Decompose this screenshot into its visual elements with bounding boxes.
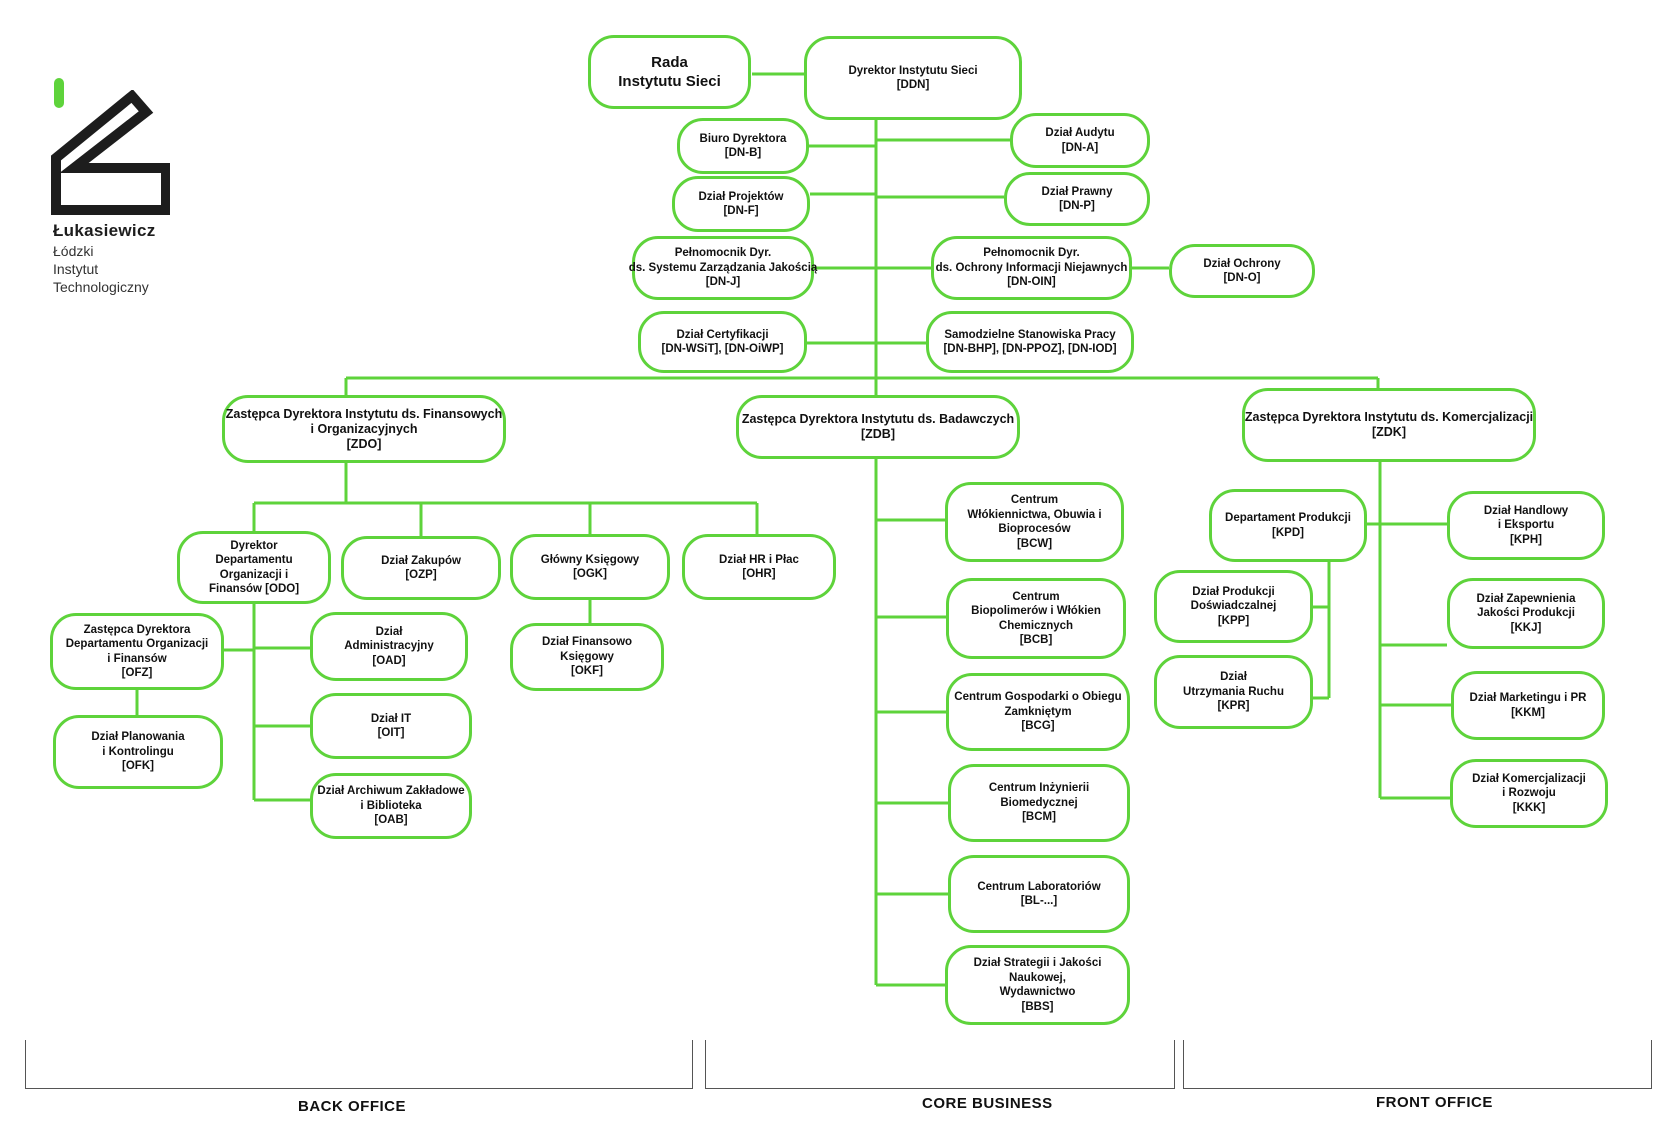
front-office-bracket (1183, 1040, 1652, 1089)
logo-name: Łukasiewicz (53, 221, 156, 240)
node-ogk: Główny Księgowy[OGK] (510, 534, 670, 600)
section-label-back-office: BACK OFFICE (298, 1098, 406, 1115)
node-dn-a: Dział Audytu[DN-A] (1010, 113, 1150, 168)
node-bl: Centrum Laboratoriów[BL-...] (948, 855, 1130, 933)
back-office-bracket (25, 1040, 693, 1089)
node-dn-b: Biuro Dyrektora[DN-B] (677, 118, 809, 174)
node-zdb: Zastępca Dyrektora Instytutu ds. Badawcz… (736, 395, 1020, 459)
node-dn-p: Dział Prawny[DN-P] (1004, 172, 1150, 226)
logo-subtitle-line: Instytut (53, 261, 99, 277)
node-ozp: Dział Zakupów[OZP] (341, 536, 501, 600)
node-kkm: Dział Marketingu i PR[KKM] (1451, 671, 1605, 740)
logo-subtitle-line: Łódzki (53, 243, 94, 259)
logo-accent-bar (54, 78, 64, 108)
node-dn-j: Pełnomocnik Dyr.ds. Systemu Zarządzania … (629, 236, 817, 300)
logo-subtitle-line: Technologiczny (53, 279, 149, 295)
core-business-bracket (705, 1040, 1175, 1089)
node-dn-wsit: Dział Certyfikacji[DN-WSiT], [DN-OiWP] (638, 311, 807, 373)
node-dn-bhp: Samodzielne Stanowiska Pracy[DN-BHP], [D… (926, 311, 1134, 373)
node-zdk: Zastępca Dyrektora Instytutu ds. Komercj… (1242, 388, 1536, 462)
lukasiewicz-logo-icon (51, 90, 170, 215)
node-dn-oin: Pełnomocnik Dyr.ds. Ochrony Informacji N… (931, 236, 1132, 300)
section-label-front-office: FRONT OFFICE (1376, 1094, 1493, 1111)
node-dn-o: Dział Ochrony[DN-O] (1169, 244, 1315, 298)
node-ddn: Dyrektor Instytutu Sieci[DDN] (804, 36, 1022, 120)
node-dn-f: Dział Projektów[DN-F] (672, 176, 810, 232)
section-label-core-business: CORE BUSINESS (922, 1095, 1053, 1112)
node-kpd: Departament Produkcji[KPD] (1209, 489, 1367, 562)
node-ohr: Dział HR i Płac[OHR] (682, 534, 836, 600)
node-oit: Dział IT[OIT] (310, 693, 472, 759)
node-zdo: Zastępca Dyrektora Instytutu ds. Finanso… (222, 395, 506, 463)
